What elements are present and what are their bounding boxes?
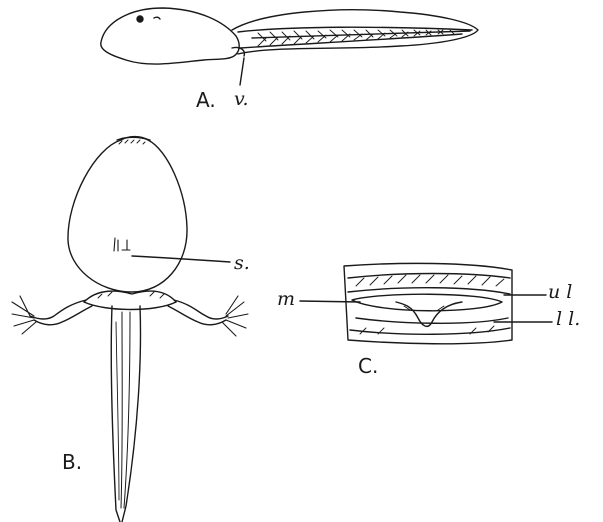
label-ll: l l. — [556, 310, 580, 329]
vent-pointer — [240, 58, 244, 85]
label-ul: u l — [548, 283, 572, 302]
label-v: v. — [234, 90, 249, 109]
label-s: s. — [234, 254, 250, 273]
tadpole-side-view — [101, 8, 478, 85]
mouth-section — [300, 263, 552, 343]
eye — [137, 16, 143, 22]
m-pointer — [300, 301, 360, 302]
panel-label-b: B. — [62, 452, 82, 472]
tadpole-dorsal-view — [12, 137, 248, 522]
s-pointer — [132, 256, 230, 262]
panel-label-a: A. — [196, 90, 216, 110]
label-m: m — [277, 290, 295, 309]
panel-label-c: C. — [358, 356, 378, 376]
